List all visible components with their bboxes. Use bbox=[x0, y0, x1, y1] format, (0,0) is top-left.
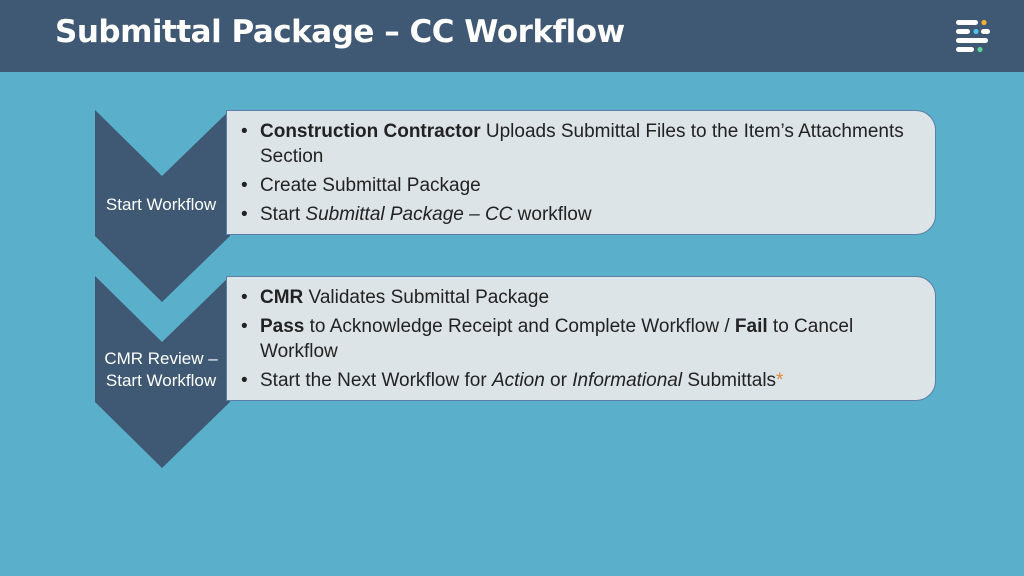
list-item: •Construction Contractor Uploads Submitt… bbox=[241, 121, 904, 167]
step-2-chevron: CMR Review – Start Workflow bbox=[95, 276, 230, 468]
brand-logo-icon bbox=[956, 19, 990, 53]
header-bar: Submittal Package – CC Workflow bbox=[0, 0, 1024, 72]
list-item: •Start Submittal Package – CC workflow bbox=[241, 204, 592, 225]
list-item: •Start the Next Workflow for Action or I… bbox=[241, 370, 784, 391]
step-2-label: CMR Review – Start Workflow bbox=[104, 349, 218, 390]
list-item: •Pass to Acknowledge Receipt and Complet… bbox=[241, 316, 854, 362]
step-1-panel: •Construction Contractor Uploads Submitt… bbox=[226, 110, 936, 235]
list-item: •Create Submittal Package bbox=[241, 175, 481, 196]
page-title: Submittal Package – CC Workflow bbox=[55, 14, 625, 50]
step-2-panel: •CMR Validates Submittal Package •Pass t… bbox=[226, 276, 936, 401]
list-item: •CMR Validates Submittal Package bbox=[241, 287, 550, 308]
step-1-chevron: Start Workflow bbox=[95, 110, 230, 302]
asterisk-note: * bbox=[776, 370, 784, 391]
step-1-label: Start Workflow bbox=[105, 195, 217, 214]
